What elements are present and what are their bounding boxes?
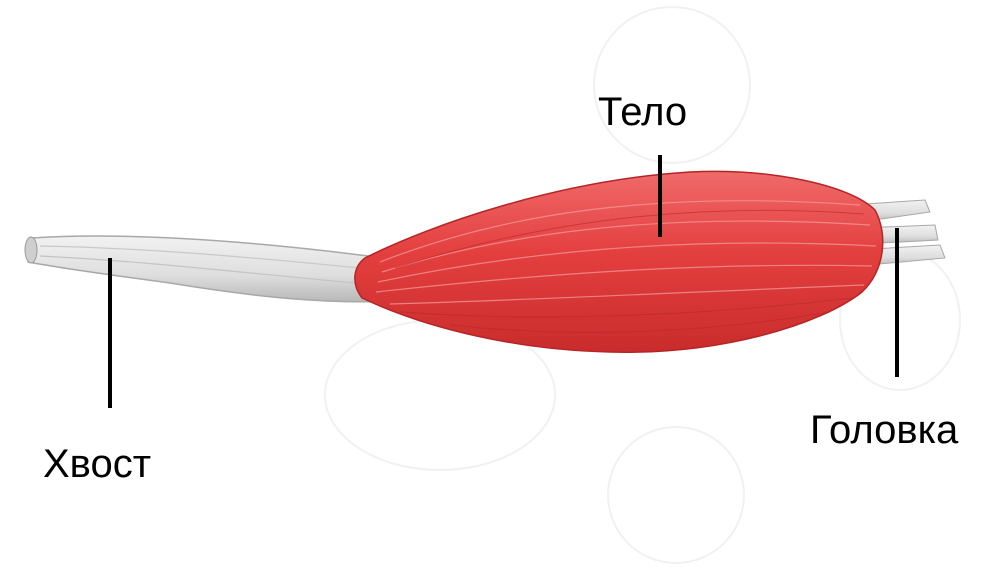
muscle-body bbox=[355, 171, 883, 352]
head-label: Головка bbox=[810, 410, 958, 450]
tail-label: Хвост bbox=[43, 444, 151, 484]
body-label: Тело bbox=[598, 92, 687, 132]
